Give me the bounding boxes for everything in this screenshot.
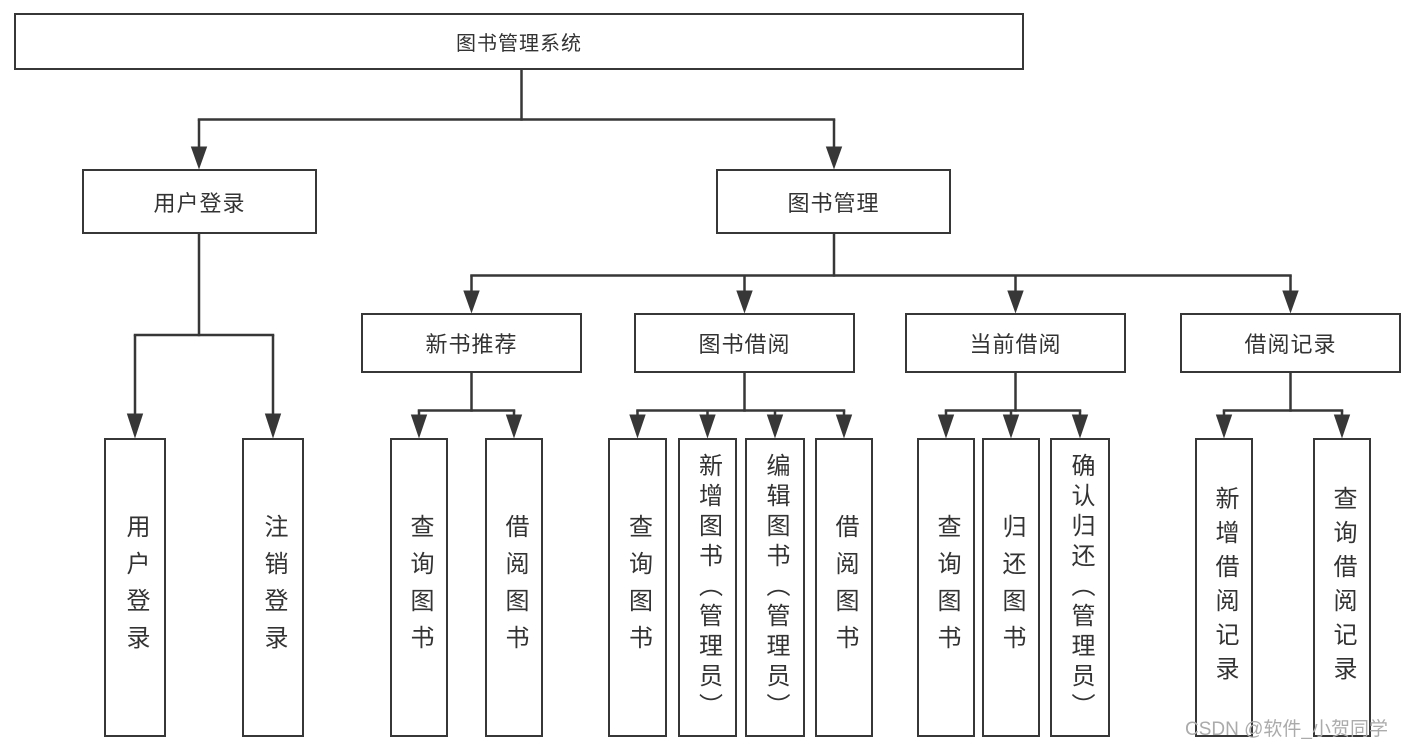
arrowhead (505, 414, 523, 439)
node-label: 当前借阅 (969, 332, 1062, 357)
node-label: 查询图书 (933, 513, 960, 662)
arrowhead (699, 414, 716, 439)
arrowhead (463, 290, 480, 314)
arrowhead (1002, 414, 1020, 439)
leaf-query-books-borrow: 查询图书 (608, 438, 667, 737)
node-book-borrow: 图书借阅 (634, 313, 855, 373)
node-label: 借阅图书 (831, 513, 858, 662)
arrowhead (1215, 414, 1233, 439)
node-label: 新书推荐 (425, 332, 518, 357)
connector-borrow-record-children (1215, 373, 1351, 439)
arrowhead (736, 290, 753, 314)
connector-user-login-children (126, 234, 282, 439)
arrowhead (1007, 290, 1024, 314)
node-label: 归还图书 (998, 513, 1025, 662)
node-new-book-recommend: 新书推荐 (361, 313, 582, 373)
leaf-confirm-return-admin: 确认归还（管理员） (1050, 438, 1110, 737)
node-user-login: 用户登录 (82, 169, 317, 234)
arrowhead (1333, 414, 1351, 439)
node-label: 图书管理 (787, 190, 880, 216)
arrowhead (835, 414, 853, 439)
arrowhead (1282, 290, 1299, 314)
node-library-management-system: 图书管理系统 (14, 13, 1024, 70)
node-label: 新增图书（管理员） (694, 452, 722, 723)
leaf-edit-books-admin: 编辑图书（管理员） (745, 438, 805, 737)
leaf-query-books-current: 查询图书 (917, 438, 975, 737)
node-current-borrow: 当前借阅 (905, 313, 1126, 373)
leaf-logout: 注销登录 (242, 438, 304, 737)
leaf-borrow-books-recommend: 借阅图书 (485, 438, 543, 737)
leaf-return-books: 归还图书 (982, 438, 1040, 737)
node-label: 图书管理系统 (456, 33, 582, 55)
leaf-add-borrow-record: 新增借阅记录 (1195, 438, 1253, 737)
arrowhead (264, 413, 282, 439)
arrowhead (126, 413, 144, 439)
connector-root-to-level2 (190, 70, 843, 170)
connector-current-borrow-children (937, 373, 1089, 439)
node-label: 注销登录 (260, 513, 287, 662)
node-label: 用户登录 (153, 190, 246, 216)
node-label: 确认归还（管理员） (1067, 452, 1094, 723)
node-label: 图书借阅 (698, 332, 791, 357)
leaf-query-borrow-record: 查询借阅记录 (1313, 438, 1371, 737)
node-label: 编辑图书（管理员） (762, 452, 789, 723)
arrowhead (1071, 414, 1089, 439)
node-label: 新增借阅记录 (1211, 485, 1238, 690)
connector-book-borrow-children (629, 373, 853, 439)
arrowhead (766, 414, 784, 439)
node-label: 用户登录 (122, 513, 149, 662)
arrowhead (825, 146, 843, 170)
node-label: 查询借阅记录 (1329, 485, 1356, 690)
leaf-add-books-admin: 新增图书（管理员） (678, 438, 737, 737)
arrowhead (629, 414, 646, 439)
leaf-user-login: 用户登录 (104, 438, 166, 737)
connector-new-book-children (410, 373, 523, 439)
csdn-watermark: CSDN @软件_小贺同学 (1185, 719, 1388, 740)
node-label: 查询图书 (624, 513, 652, 662)
connector-book-management-children (463, 234, 1299, 314)
arrowhead (937, 414, 955, 439)
node-borrow-record: 借阅记录 (1180, 313, 1401, 373)
leaf-query-books-recommend: 查询图书 (390, 438, 448, 737)
node-label: 查询图书 (406, 513, 433, 662)
node-book-management: 图书管理 (716, 169, 951, 234)
node-label: 借阅图书 (501, 513, 528, 662)
arrowhead (190, 146, 208, 170)
arrowhead (410, 414, 428, 439)
leaf-borrow-books: 借阅图书 (815, 438, 873, 737)
node-label: 借阅记录 (1244, 332, 1337, 357)
